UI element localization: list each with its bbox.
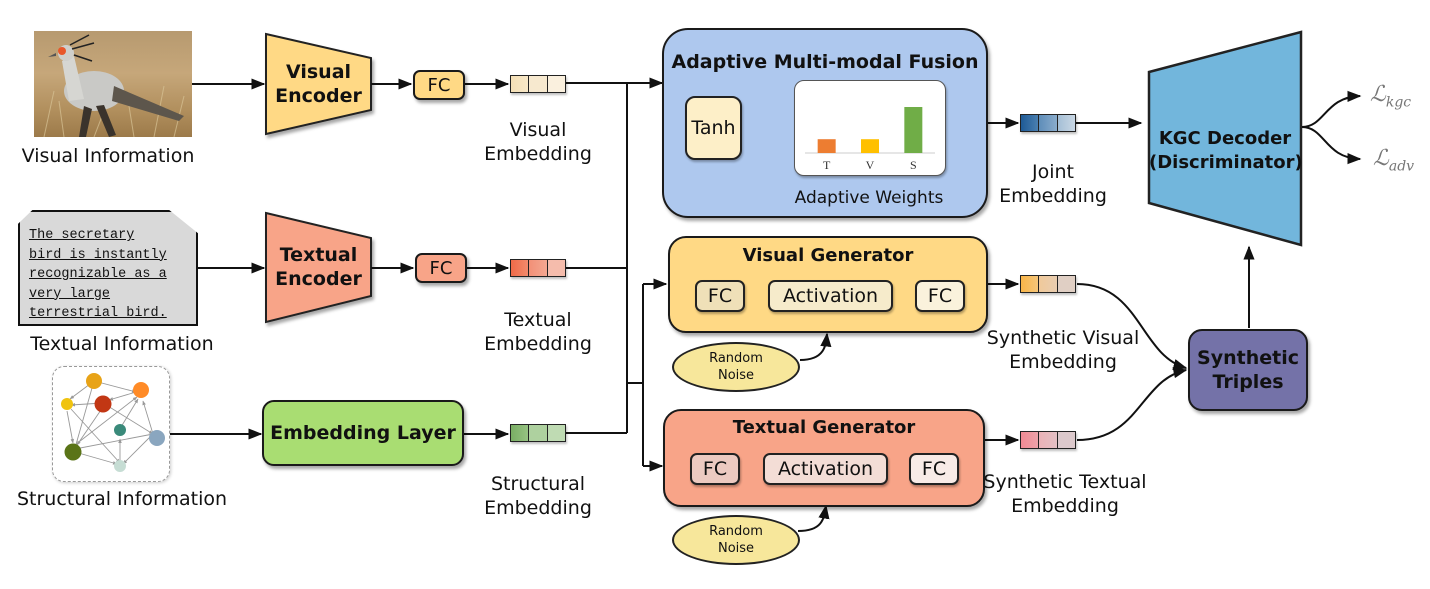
textual-encoder-shape (265, 211, 372, 324)
synthetic-triples[interactable]: Synthetic Triples (1188, 329, 1308, 411)
visual-fc-layer[interactable]: FC (413, 70, 465, 100)
visual-encoder-line1: Visual (285, 61, 352, 83)
textual-embedding-vector (510, 259, 566, 277)
text-line: very large (29, 286, 111, 302)
tanh-block[interactable]: Tanh (685, 96, 742, 160)
loss-adv: ℒadv (1373, 146, 1415, 175)
text-line: terrestrial bird. (29, 306, 167, 321)
visual-embedding-vector (510, 75, 566, 93)
weight-bar-v (861, 139, 879, 153)
weight-bar-t (817, 139, 836, 153)
visual-generator-activation[interactable]: Activation (768, 280, 893, 312)
textual-generator-fc1[interactable]: FC (690, 453, 740, 485)
textual-information-label: Textual Information (30, 333, 214, 355)
visual-generator-fc2[interactable]: FC (915, 280, 965, 312)
textual-generator-title: Textual Generator (732, 417, 916, 438)
textual-generator-fc2[interactable]: FC (909, 453, 959, 485)
kgc-decoder[interactable]: KGC Decoder (Discriminator) (1149, 128, 1303, 173)
loss-kgc: ℒkgc (1370, 82, 1412, 111)
textual-fc-layer[interactable]: FC (415, 253, 467, 283)
weight-label-s: S (910, 158, 917, 172)
text-line: The secretary (29, 228, 135, 243)
joint-embedding-vector (1020, 114, 1076, 132)
embedding-layer[interactable]: Embedding Layer (262, 400, 464, 466)
text-line: recognizable as a (29, 267, 167, 282)
weight-label-v: V (866, 158, 875, 172)
textual-encoder-line1: Textual (279, 244, 358, 266)
secretary-bird-image (34, 31, 192, 137)
structural-information-label: Structural Information (16, 488, 228, 510)
visual-encoder[interactable]: Visual Encoder (266, 60, 371, 108)
weight-bar-s (904, 107, 923, 153)
textual-information-document: The secretary bird is instantly recogniz… (18, 210, 198, 326)
textual-generator[interactable]: Textual Generator FC Activation FC (663, 409, 985, 507)
visual-generator[interactable]: Visual Generator FC Activation FC (668, 236, 988, 333)
fusion-title: Adaptive Multi-modal Fusion (671, 51, 979, 73)
synthetic-visual-embedding-vector (1020, 275, 1076, 293)
adaptive-fusion-module[interactable]: Adaptive Multi-modal Fusion Tanh T V S Ada… (662, 28, 988, 218)
visual-generator-fc1[interactable]: FC (695, 280, 745, 312)
weight-label-t: T (823, 158, 831, 172)
adaptive-weights-caption: Adaptive Weights (794, 188, 944, 208)
textual-generator-activation[interactable]: Activation (763, 453, 888, 485)
visual-information-label: Visual Information (21, 145, 195, 167)
decoder-shape (1147, 30, 1303, 247)
textual-encoder[interactable]: Textual Encoder (266, 243, 371, 291)
synthetic-textual-embedding-vector (1020, 431, 1076, 449)
knowledge-graph-image (52, 366, 170, 482)
visual-generator-title: Visual Generator (742, 245, 914, 266)
text-line: bird is instantly (29, 247, 167, 263)
visual-encoder-shape (265, 32, 372, 136)
textual-encoder-line2: Encoder (275, 268, 362, 290)
structural-embedding-vector (510, 424, 566, 442)
visual-encoder-line2: Encoder (275, 85, 362, 107)
